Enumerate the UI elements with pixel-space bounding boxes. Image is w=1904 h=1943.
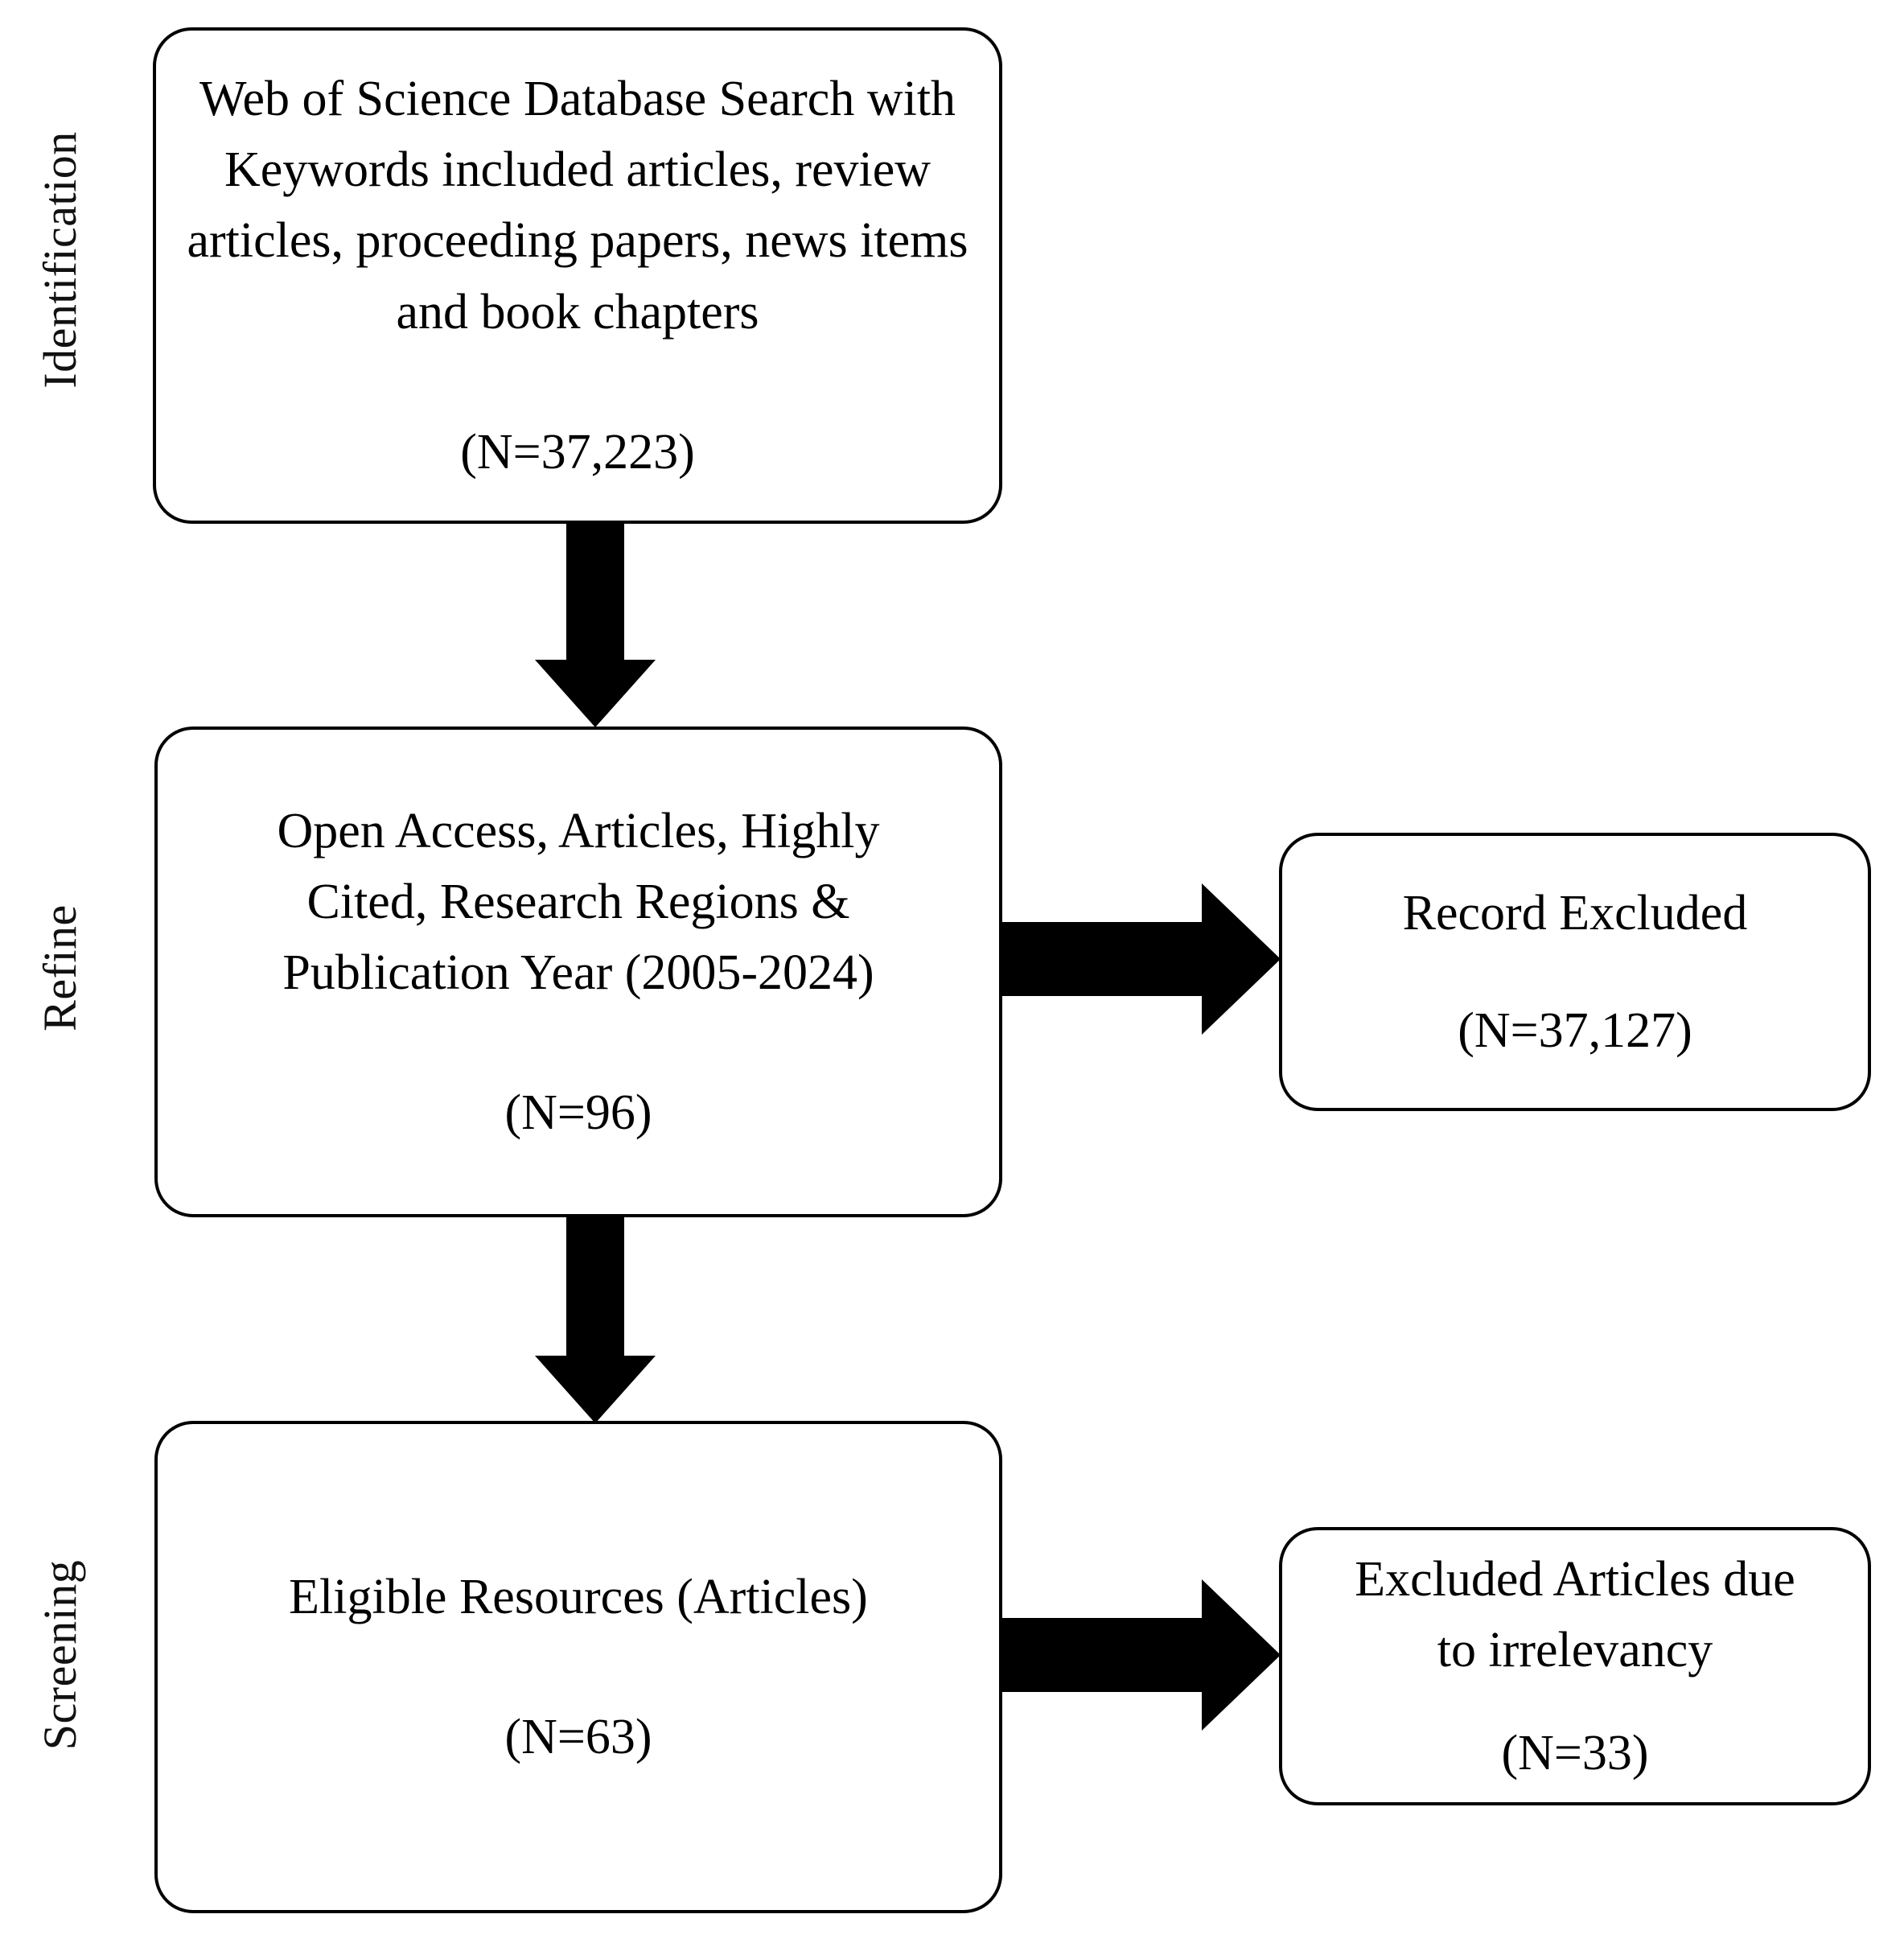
node-identification-source[interactable]: Web of Science Database Search with Keyw… [153, 27, 1002, 524]
node-record-excluded-count: (N=37,127) [1458, 1003, 1692, 1058]
node-eligible-resources[interactable]: Eligible Resources (Articles) (N=63) [154, 1421, 1002, 1913]
node-refine-filters-text: Open Access, Articles, Highly Cited, Res… [277, 803, 880, 1000]
node-eligible-resources-text: Eligible Resources (Articles) [289, 1569, 868, 1624]
stage-label-refine: Refine [32, 803, 88, 1133]
node-excluded-irrelevant[interactable]: Excluded Articles due to irrelevancy (N=… [1279, 1527, 1871, 1805]
node-identification-source-text: Web of Science Database Search with Keyw… [187, 72, 968, 340]
arrow-refine-to-record-excluded [1001, 883, 1281, 1035]
node-refine-filters[interactable]: Open Access, Articles, Highly Cited, Res… [154, 727, 1002, 1217]
node-identification-source-count: (N=37,223) [460, 424, 695, 480]
node-eligible-resources-count: (N=63) [504, 1710, 652, 1764]
node-record-excluded[interactable]: Record Excluded (N=37,127) [1279, 833, 1871, 1111]
stage-label-identification: Identification [32, 95, 88, 425]
arrow-identification-to-refine [535, 521, 656, 727]
node-excluded-irrelevant-count: (N=33) [1501, 1726, 1649, 1781]
stage-label-screening: Screening [32, 1490, 88, 1820]
node-excluded-irrelevant-text: Excluded Articles due to irrelevancy [1355, 1551, 1795, 1677]
node-refine-filters-count: (N=96) [504, 1085, 652, 1141]
node-record-excluded-text: Record Excluded [1402, 885, 1748, 941]
arrow-screening-to-excluded-irrelevant [1001, 1579, 1281, 1731]
arrow-refine-to-screening [535, 1216, 656, 1423]
stage-label-screening-text: Screening [34, 1559, 86, 1751]
stage-label-identification-text: Identification [34, 131, 86, 389]
stage-label-refine-text: Refine [34, 904, 86, 1031]
